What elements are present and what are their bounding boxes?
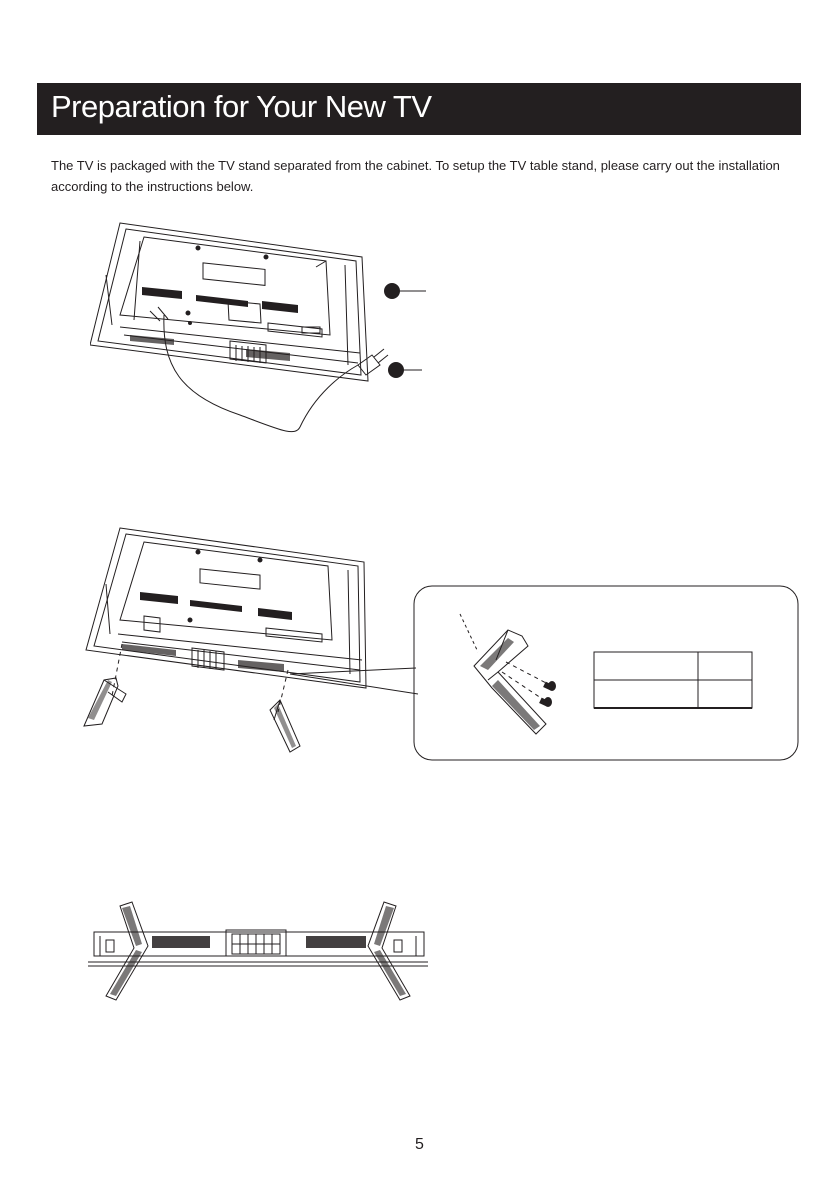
tv-back-with-power-cord-illustration [90, 215, 440, 445]
intro-paragraph: The TV is packaged with the TV stand sep… [51, 155, 791, 197]
page-number: 5 [0, 1136, 839, 1154]
page-title: Preparation for Your New TV [51, 89, 432, 125]
tv-bottom-view-with-stands-illustration [86, 900, 431, 1005]
callout-marker-2 [388, 362, 404, 378]
stand-attachment-illustration [78, 520, 808, 768]
screw-icon [539, 681, 556, 707]
header-banner: Preparation for Your New TV [37, 83, 801, 135]
callout-marker-1 [384, 283, 400, 299]
